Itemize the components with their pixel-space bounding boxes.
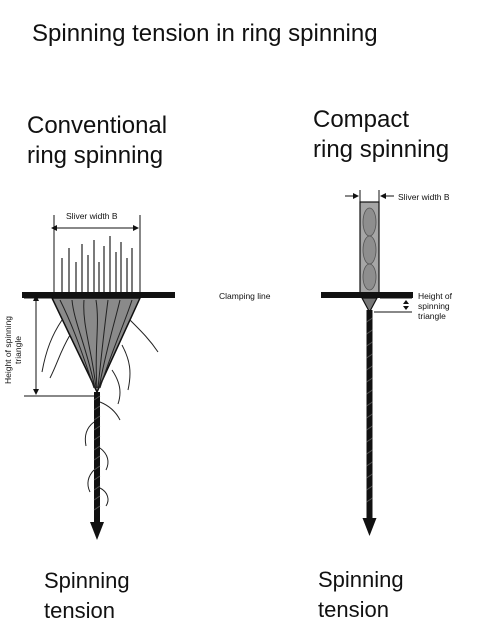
conv-yarn-twist: [93, 395, 101, 511]
compact-diagram: [321, 190, 413, 536]
comp-height-label: Height of spinning triangle: [418, 291, 452, 321]
conv-spinning-triangle: [50, 297, 142, 394]
conv-tension-arrowhead: [90, 522, 104, 540]
compact-title-line1: Compact: [313, 106, 410, 133]
comp-height-label-line1: Height of: [418, 291, 453, 301]
comp-bottom-line1: Spinning: [318, 567, 404, 592]
conv-height-label: Height of spinning triangle: [3, 300, 23, 400]
comp-spinning-triangle: [360, 297, 379, 314]
comp-height-label-line3: triangle: [418, 311, 446, 321]
comp-sliver-width-label: Sliver width B: [398, 192, 450, 202]
comp-bottom-line2: tension: [318, 597, 389, 622]
comp-tension-arrowhead: [362, 518, 377, 536]
conv-bottom-line2: tension: [44, 598, 115, 623]
conv-triangle-fibers: [59, 299, 133, 389]
clamping-line-label: Clamping line: [219, 291, 271, 301]
conventional-title: Conventional ring spinning: [27, 111, 167, 171]
comp-sliver-lobe: [362, 235, 377, 265]
comp-yarn-twist: [366, 317, 373, 503]
conv-yarn-hairs: [84, 401, 121, 507]
conventional-title-line1: Conventional: [27, 112, 168, 139]
comp-sliver-lobe: [362, 207, 377, 237]
conventional-diagram: [22, 215, 175, 540]
comp-spinning-tension-label: Spinning tension: [318, 565, 404, 625]
conv-spinning-tension-label: Spinning tension: [44, 566, 130, 626]
page-title: Spinning tension in ring spinning: [32, 20, 378, 47]
conv-bottom-line1: Spinning: [44, 568, 130, 593]
conv-sliver-width-label: Sliver width B: [66, 211, 118, 221]
comp-height-arrow-bottom: [403, 306, 409, 310]
compact-title-line2: ring spinning: [313, 136, 450, 163]
conventional-title-line2: ring spinning: [27, 142, 164, 169]
compact-title: Compact ring spinning: [313, 105, 449, 165]
conv-height-label-line1: Height of spinning: [3, 315, 13, 385]
comp-height-arrow-top: [403, 300, 409, 304]
conv-clamping-bar: [22, 292, 175, 298]
conv-stray-fibers: [41, 319, 159, 405]
comp-height-label-line2: spinning: [418, 301, 450, 311]
conv-height-label-line2: triangle: [13, 336, 23, 364]
comp-sliver-lobe: [362, 263, 377, 291]
comp-clamping-bar: [321, 292, 413, 298]
conv-fibers-top: [61, 236, 133, 293]
